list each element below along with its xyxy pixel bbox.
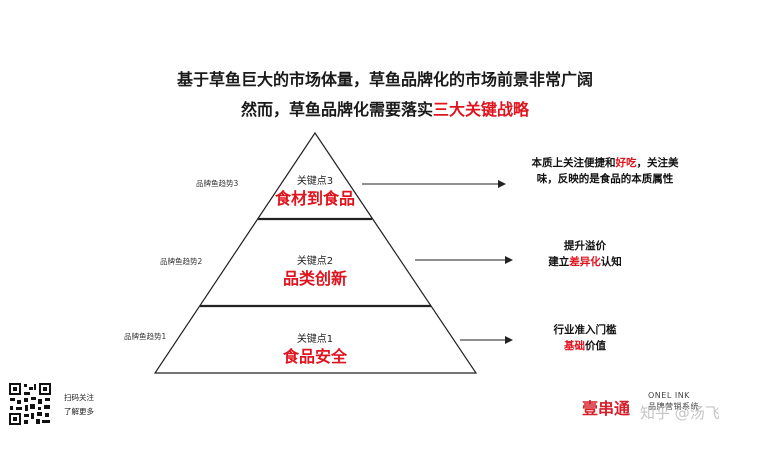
- side-label-trend-3: 品牌鱼趋势3: [196, 179, 239, 188]
- level-3-name: 食材到食品: [274, 189, 355, 208]
- note-3-text-a: 本质上关注便捷和: [531, 157, 616, 169]
- note-2-highlight: 差异化: [569, 256, 601, 268]
- pyramid-outline: [153, 131, 478, 374]
- note-level-2: 提升溢价 建立差异化认知: [520, 238, 650, 270]
- headline-line-1: 基于草鱼巨大的市场体量，草鱼品牌化的市场前景非常广阔: [176, 70, 593, 89]
- level-1-name: 食品安全: [282, 347, 347, 366]
- scan-to-follow-text: 扫码关注 了解更多: [64, 391, 94, 419]
- scan-line-1: 扫码关注: [64, 393, 94, 402]
- brand-en-line-2: 品牌营销系统: [648, 402, 699, 411]
- watermark: 知乎 @汤飞: [640, 404, 720, 422]
- note-3-text-b: ，关注美: [636, 157, 679, 169]
- note-1-text-b: 价值: [585, 340, 606, 352]
- brand-subtitle: ONEL INK 品牌营销系统: [648, 390, 699, 412]
- note-3-line-2: 味，反映的是食品的本质属性: [536, 173, 674, 185]
- headline-line-2: 然而，草鱼品牌化需要落实三大关键战略: [0, 96, 770, 120]
- qr-code-icon[interactable]: [8, 382, 52, 426]
- level-3-key: 关键点3: [296, 176, 334, 187]
- note-1-line-1: 行业准入门槛: [553, 324, 617, 336]
- note-level-1: 行业准入门槛 基础价值: [520, 322, 650, 354]
- brand-logo: 壹串通: [582, 399, 631, 418]
- level-1-key: 关键点1: [296, 334, 334, 345]
- note-3-highlight: 好吃: [615, 157, 637, 169]
- note-2-text-a: 建立: [548, 256, 570, 268]
- side-label-trend-1: 品牌鱼趋势1: [124, 332, 167, 341]
- level-2-key: 关键点2: [296, 256, 334, 267]
- note-1-highlight: 基础: [564, 340, 585, 352]
- headline-line-2-prefix: 然而，草鱼品牌化需要落实: [240, 100, 433, 119]
- level-2-name: 品类创新: [282, 269, 347, 288]
- brand-en-line-1: ONEL INK: [648, 391, 690, 400]
- side-label-trend-2: 品牌鱼趋势2: [160, 257, 203, 266]
- note-2-line-1: 提升溢价: [564, 240, 606, 252]
- scan-line-2: 了解更多: [64, 407, 94, 416]
- note-level-3: 本质上关注便捷和好吃，关注美 味，反映的是食品的本质属性: [510, 155, 700, 187]
- note-2-text-b: 认知: [600, 256, 622, 268]
- headline-highlight: 三大关键战略: [433, 100, 530, 119]
